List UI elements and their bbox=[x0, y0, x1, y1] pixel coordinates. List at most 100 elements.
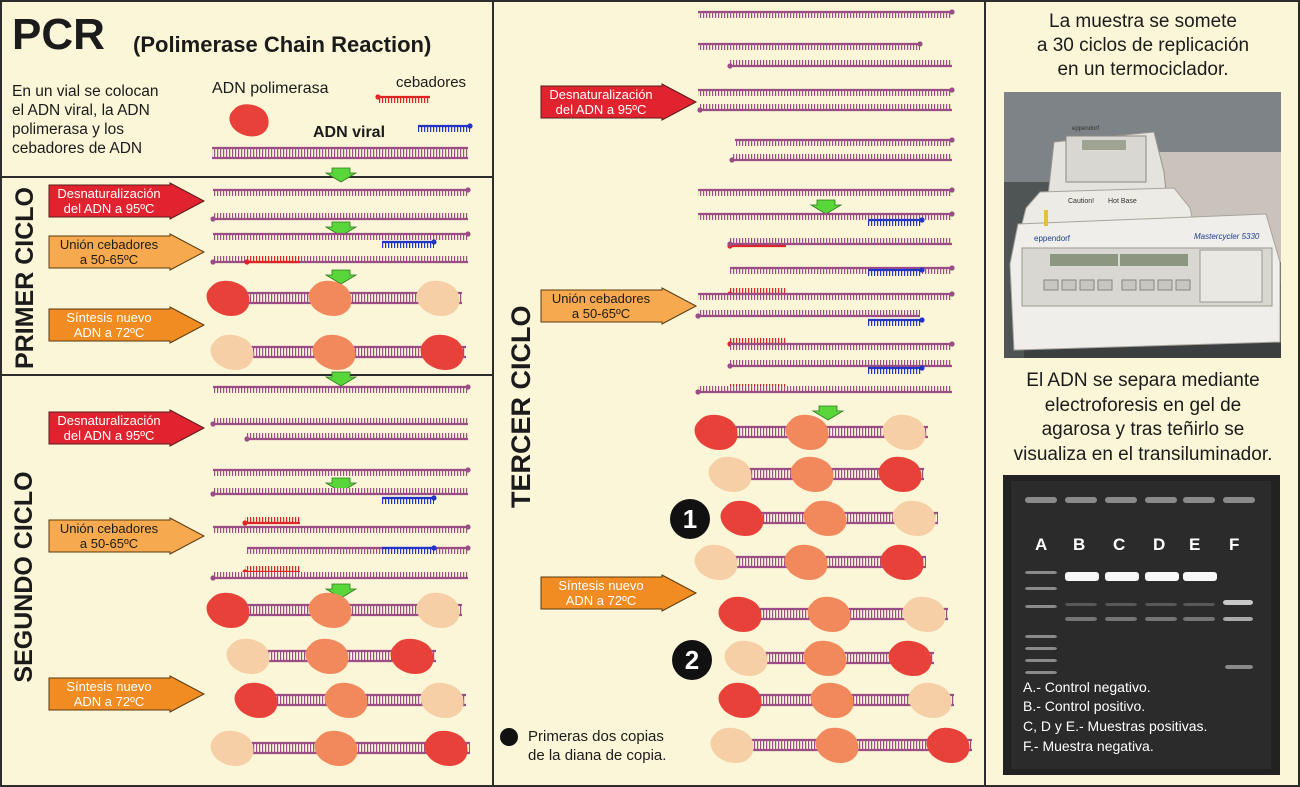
gel-band bbox=[1105, 603, 1137, 606]
step-label: del ADN a 95ºC bbox=[63, 428, 155, 443]
caption-line: electroforesis en gel de bbox=[1044, 394, 1242, 416]
strand-end-dot bbox=[727, 363, 733, 369]
dna-polymerase-blob bbox=[416, 592, 460, 628]
gel-well bbox=[1145, 497, 1177, 503]
anneal-step-arrow: Unión cebadores a 50-65ºC bbox=[540, 287, 698, 325]
strand-end-dot bbox=[695, 389, 701, 395]
gel-band bbox=[1183, 617, 1215, 621]
gel-band bbox=[1145, 572, 1179, 581]
gel-band bbox=[1223, 617, 1253, 621]
primer-rungs bbox=[868, 320, 922, 326]
strand-end-dot bbox=[697, 107, 703, 113]
marker-number: 1 bbox=[682, 503, 698, 534]
thermocycler-photo: eppendorf Mastercycler 5330 eppendorf Ca… bbox=[1004, 92, 1281, 358]
dna-polymerase-blob bbox=[815, 727, 859, 763]
gel-band bbox=[1225, 665, 1253, 669]
strand-end-dot bbox=[949, 291, 955, 297]
caption-line: visualiza en el transiluminador. bbox=[1013, 443, 1273, 465]
intro-line: cebadores de ADN bbox=[12, 140, 143, 157]
second-cycle-title: SEGUNDO CICLO bbox=[10, 471, 38, 683]
dna-rungs bbox=[730, 344, 952, 350]
extend-step-arrow: Síntesis nuevo ADN a 72ºC bbox=[540, 574, 698, 612]
strand-end-dot bbox=[375, 94, 381, 100]
strand-end-dot bbox=[949, 265, 955, 271]
step-label: Síntesis nuevo bbox=[558, 578, 644, 593]
strand-end-dot bbox=[244, 436, 250, 442]
dna-polymerase-blob bbox=[878, 456, 922, 492]
strand-end-dot bbox=[919, 365, 925, 371]
dna-rungs bbox=[212, 148, 468, 158]
strand-end-dot bbox=[210, 259, 216, 265]
dna-polymerase-blob bbox=[210, 334, 254, 370]
caption-line: agarosa y tras teñirlo se bbox=[1041, 419, 1245, 440]
strand-end-dot bbox=[431, 495, 437, 501]
strand-end-dot bbox=[465, 231, 471, 237]
dna-polymerase-blob bbox=[902, 596, 946, 632]
primer-rungs bbox=[247, 256, 300, 262]
gel-band bbox=[1025, 605, 1057, 608]
dna-polymerase-blob bbox=[888, 640, 932, 676]
dna-polymerase-blob bbox=[390, 638, 434, 674]
strand-end-dot bbox=[465, 467, 471, 473]
primer-rungs bbox=[730, 338, 786, 344]
dna-polymerase-blob bbox=[694, 414, 738, 450]
dna-rungs bbox=[213, 527, 468, 533]
legend-line: Primeras dos copias bbox=[528, 728, 664, 745]
viral-dna-label: ADN viral bbox=[313, 124, 386, 141]
step-label: ADN a 72ºC bbox=[73, 325, 145, 340]
intro-text: En un vial se colocan el ADN viral, la A… bbox=[12, 82, 158, 158]
step-label: Síntesis nuevo bbox=[66, 679, 152, 694]
dna-polymerase-blob bbox=[420, 682, 464, 718]
strand-end-dot bbox=[431, 239, 437, 245]
gel-band bbox=[1025, 671, 1057, 674]
dna-polymerase-blob bbox=[724, 640, 768, 676]
dna-polymerase-blob bbox=[694, 544, 738, 580]
intro-line: polimerasa y los bbox=[12, 121, 124, 138]
strand-end-dot bbox=[467, 123, 473, 129]
gel-band bbox=[1223, 600, 1253, 605]
agarose-gel-photo: A B C D E F A.- Control negativo. B.- Co… bbox=[1003, 475, 1280, 775]
step-label: Desnaturalización bbox=[57, 413, 161, 428]
dna-rungs bbox=[698, 310, 920, 316]
strand-end-dot bbox=[949, 211, 955, 217]
dna-rungs bbox=[698, 386, 952, 392]
primer-rungs bbox=[382, 548, 434, 554]
gel-band bbox=[1183, 603, 1215, 606]
dna-polymerase-blob bbox=[206, 280, 250, 316]
caption-line: La muestra se somete bbox=[1049, 11, 1237, 32]
caption-line: en un termociclador. bbox=[1057, 59, 1229, 80]
flow-arrow bbox=[324, 221, 358, 237]
strand-end-dot bbox=[949, 341, 955, 347]
gel-band bbox=[1065, 603, 1097, 606]
dna-polymerase-blob bbox=[308, 592, 352, 628]
device-caution: Caution! bbox=[1068, 198, 1095, 205]
flow-arrow bbox=[324, 269, 358, 285]
dna-polymerase-blob bbox=[710, 727, 754, 763]
anneal-step-arrow: Unión cebadores a 50-65ºC bbox=[48, 233, 206, 271]
gel-legend-line: F.- Muestra negativa. bbox=[1023, 738, 1154, 754]
dna-polymerase-blob bbox=[810, 682, 854, 718]
dna-polymerase-blob bbox=[892, 500, 936, 536]
gel-legend-line: A.- Control negativo. bbox=[1023, 679, 1151, 695]
legend-dot bbox=[500, 728, 518, 746]
dna-rungs bbox=[213, 190, 468, 196]
strand-end-dot bbox=[729, 157, 735, 163]
gel-lane-label: A bbox=[1035, 535, 1048, 554]
gel-band bbox=[1065, 572, 1099, 581]
step-label: a 50-65ºC bbox=[79, 536, 139, 551]
gel-well bbox=[1025, 497, 1057, 503]
dna-rungs bbox=[213, 387, 468, 393]
primer-rungs bbox=[245, 566, 300, 572]
strand-end-dot bbox=[917, 41, 923, 47]
dna-polymerase-blob bbox=[234, 682, 278, 718]
thermocycler-caption: La muestra se somete a 30 ciclos de repl… bbox=[986, 10, 1300, 82]
strand-end-dot bbox=[210, 491, 216, 497]
strand-end-dot bbox=[210, 421, 216, 427]
dna-polymerase-blob bbox=[803, 640, 847, 676]
dna-rungs bbox=[700, 104, 952, 110]
gel-band bbox=[1145, 603, 1177, 606]
gel-band bbox=[1025, 635, 1057, 638]
dna-polymerase-blob bbox=[784, 544, 828, 580]
anneal-step-arrow: Unión cebadores a 50-65ºC bbox=[48, 517, 206, 555]
gel-band bbox=[1025, 587, 1057, 590]
